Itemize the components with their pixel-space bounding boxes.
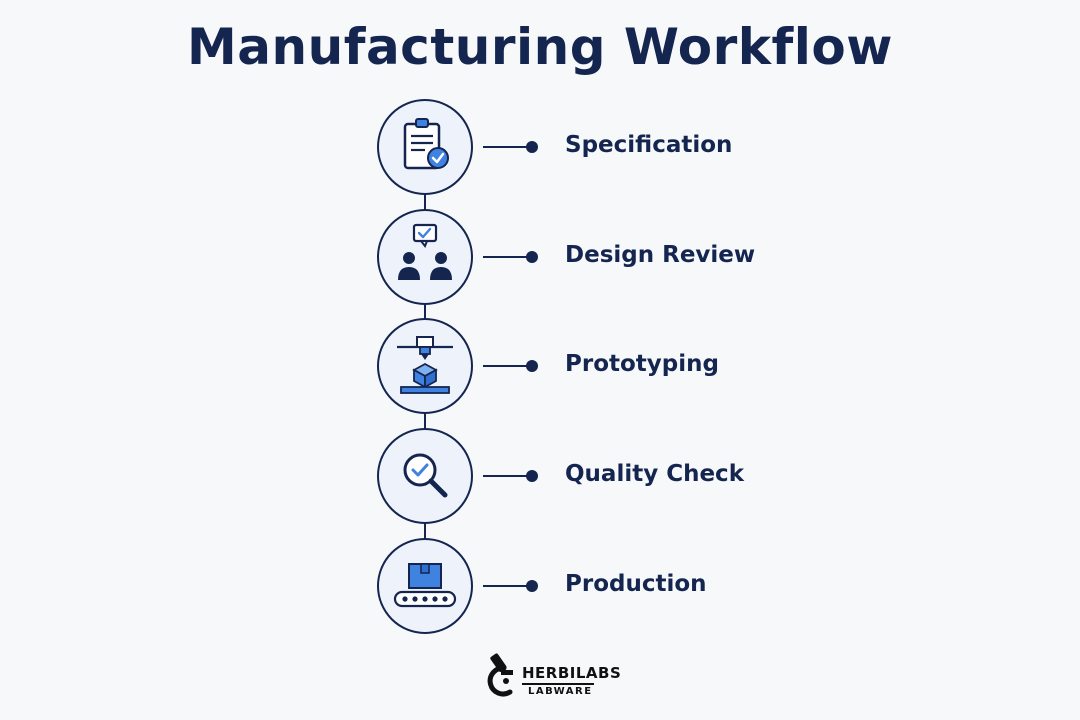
step-connector-dot xyxy=(526,251,538,263)
step-label: Quality Check xyxy=(565,461,744,487)
step-connector-dot xyxy=(526,360,538,372)
workflow-step-specification: Specification xyxy=(0,99,1080,195)
step-icon-circle xyxy=(377,99,473,195)
step-connector-line xyxy=(483,256,531,258)
step-connector-line xyxy=(483,146,531,148)
step-connector-dot xyxy=(526,141,538,153)
3d-printer-icon xyxy=(397,336,453,394)
herbilabs-logo: HERBILABS LABWARE xyxy=(484,650,621,706)
step-connector-dot xyxy=(526,470,538,482)
logo-wordmark: HERBILABS xyxy=(522,664,622,682)
workflow-step-production: Production xyxy=(0,538,1080,634)
step-connector-line xyxy=(483,365,531,367)
people-chat-check-icon xyxy=(398,223,452,280)
magnifier-check-icon xyxy=(403,453,448,498)
step-icon-circle xyxy=(377,209,473,305)
workflow-step-quality-check: Quality Check xyxy=(0,428,1080,524)
step-label: Prototyping xyxy=(565,351,719,377)
microscope-icon xyxy=(487,653,513,697)
step-icon-circle xyxy=(377,428,473,524)
step-label: Specification xyxy=(565,132,733,158)
step-label: Design Review xyxy=(565,242,756,268)
logo-subtitle: LABWARE xyxy=(528,686,593,697)
step-connector-line xyxy=(483,475,531,477)
page-title: Manufacturing Workflow xyxy=(187,18,893,76)
step-label: Production xyxy=(565,571,707,597)
conveyor-box-icon xyxy=(393,563,457,608)
step-connector-line xyxy=(483,585,531,587)
logo-divider xyxy=(522,683,594,685)
step-icon-circle xyxy=(377,538,473,634)
step-icon-circle xyxy=(377,318,473,414)
workflow-step-prototyping: Prototyping xyxy=(0,318,1080,414)
clipboard-check-icon xyxy=(403,118,449,170)
workflow-step-design-review: Design Review xyxy=(0,209,1080,305)
step-connector-dot xyxy=(526,580,538,592)
